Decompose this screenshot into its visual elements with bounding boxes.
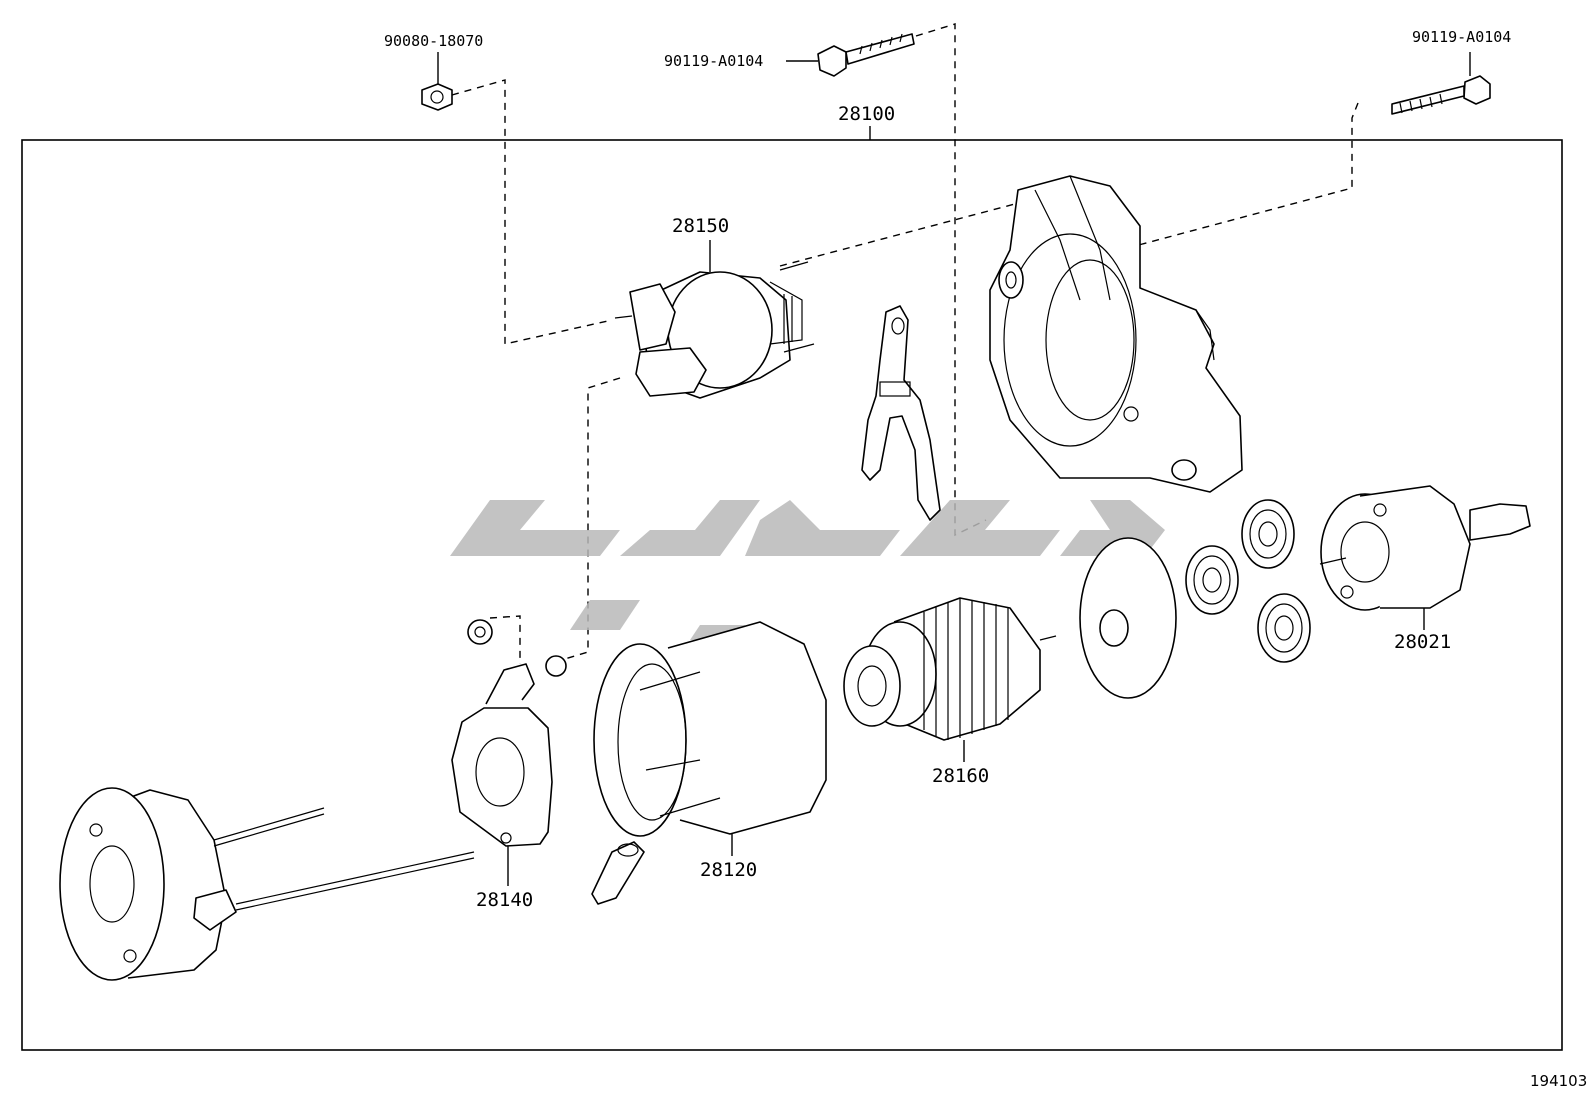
assembly-label-starter: 28100 [838,103,895,125]
watermark-logo [450,500,1165,640]
commutator-end-frame [59,787,475,981]
part-label-yoke: 28120 [700,859,757,881]
starter-clutch-pinion [1319,485,1531,611]
bushing [591,841,645,905]
armature [843,597,1057,741]
part-label-armature: 28160 [932,765,989,787]
planetary-gear-3 [1257,593,1311,663]
drive-end-housing [989,175,1243,493]
bolt-fastener-center [817,33,915,77]
internal-gear-plate [1079,537,1177,699]
planetary-gear-2 [1241,499,1295,569]
brush-holder [451,619,567,847]
part-label-brush-holder: 28140 [476,889,533,911]
nut-fastener [421,83,453,111]
fastener-label-bolt-right: 90119-A0104 [1412,28,1511,46]
bolt-fastener-right [1391,75,1491,115]
diagram-reference-code: 194103 [1530,1072,1587,1090]
part-label-clutch: 28021 [1394,631,1451,653]
shift-lever [861,305,941,521]
planetary-gear-1 [1185,545,1239,615]
assembly-guide-lines [451,23,1359,665]
assembly-boundary-box [21,139,1563,1051]
field-yoke [593,621,827,837]
fastener-label-nut: 90080-18070 [384,32,483,50]
part-label-solenoid: 28150 [672,215,729,237]
fastener-label-bolt-center: 90119-A0104 [664,52,763,70]
solenoid-switch [614,261,815,399]
